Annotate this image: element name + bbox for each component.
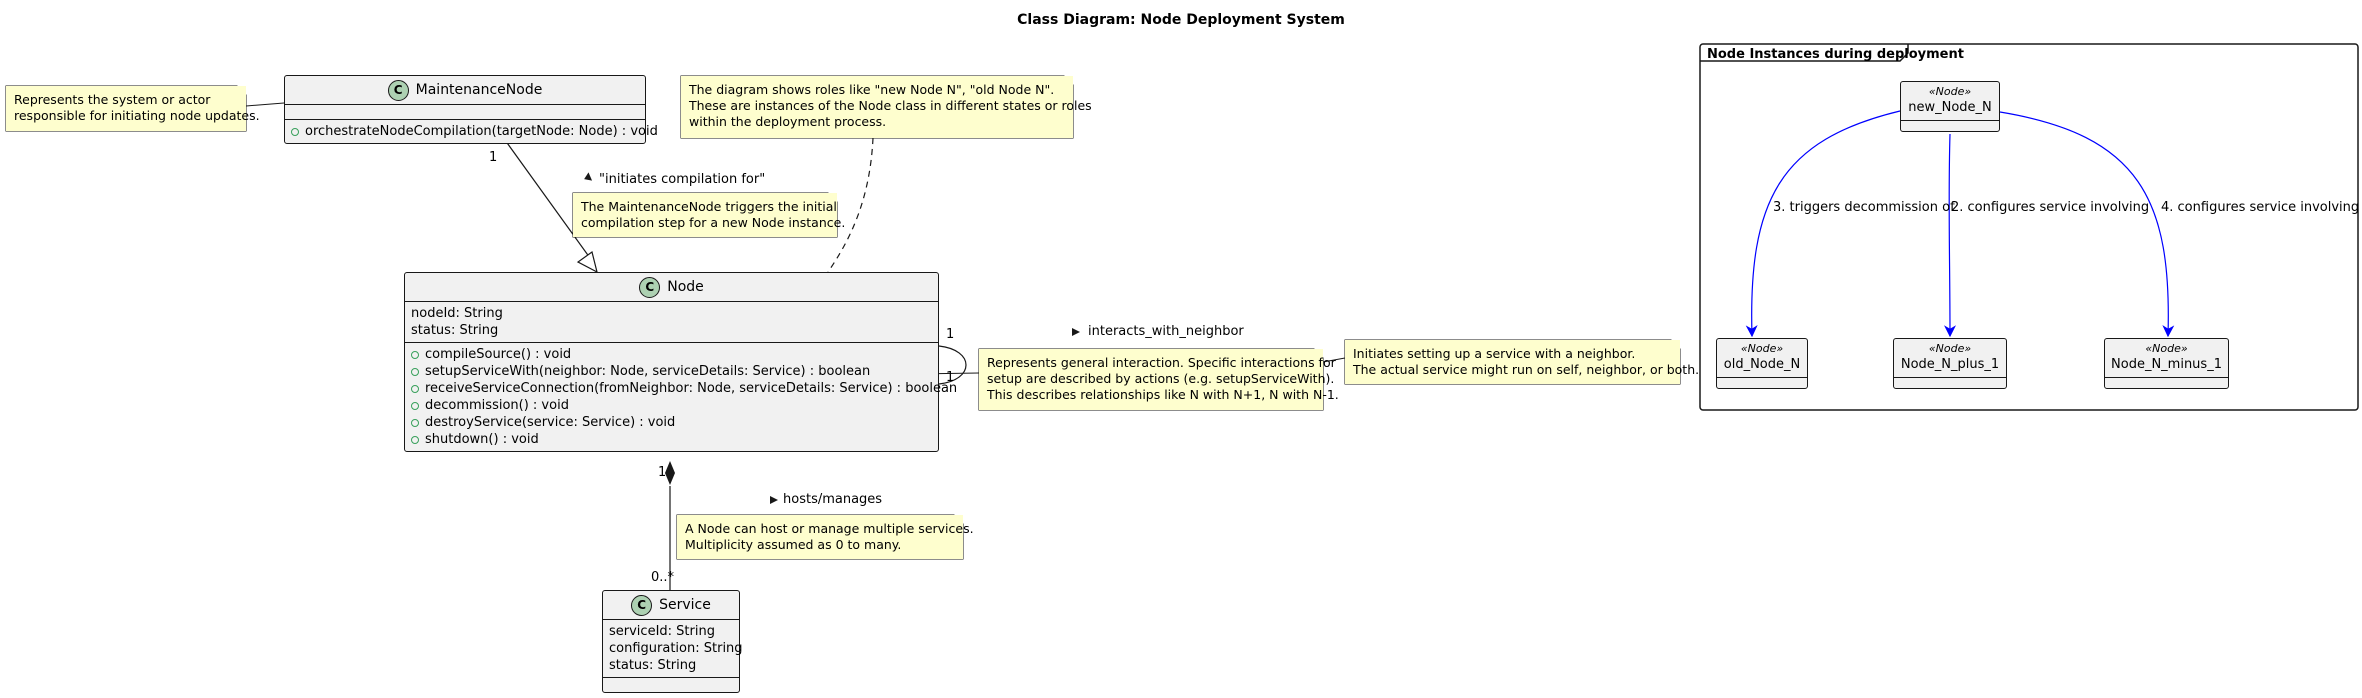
class-badge-icon: C: [639, 276, 661, 298]
public-method-icon: [291, 127, 299, 136]
object-stereotype: «Node»: [1928, 85, 1972, 98]
arrow-configure-plus-label: 2. configures service involving: [1951, 200, 2150, 215]
neighbor-multiplicity-bottom: 1: [946, 370, 955, 385]
attributes-section: serviceId: String configuration: String …: [603, 620, 743, 677]
initiates-multiplicity: 1: [489, 150, 498, 165]
note-setup: Initiates setting up a service with a ne…: [1345, 340, 1699, 384]
object-stereotype: «Node»: [1928, 342, 1972, 355]
object-name: new_Node_N: [1908, 100, 1992, 115]
hosts-multiplicity-service: 0..*: [651, 570, 675, 585]
hosts-label-arrow: [770, 496, 778, 504]
object-name: Node_N_plus_1: [1900, 357, 2000, 372]
attribute-row: serviceId: String: [609, 624, 715, 639]
roles-note-connector: [827, 137, 874, 273]
object-stereotype: «Node»: [2145, 342, 2188, 355]
method-row: decommission() : void: [411, 397, 932, 414]
class-header: C Service: [603, 591, 739, 619]
neighbor-label-arrow: [1072, 328, 1080, 336]
initiates-label-arrow: [584, 172, 593, 181]
actor-note-connector: [245, 102, 285, 107]
object-new-node-n[interactable]: «Node» new_Node_N: [1900, 81, 2000, 132]
hosts-manages-label: hosts/manages: [783, 492, 883, 507]
neighbor-multiplicity-top: 1: [946, 327, 955, 342]
object-node-n-minus-1[interactable]: «Node» Node_N_minus_1: [2104, 338, 2229, 389]
attribute-row: status: String: [609, 658, 697, 673]
object-node-n-plus-1[interactable]: «Node» Node_N_plus_1: [1893, 338, 2007, 389]
class-node[interactable]: C Node nodeId: String status: String com…: [404, 272, 957, 452]
arrow-configure-plus-edge: [1943, 133, 1956, 338]
object-name: Node_N_minus_1: [2111, 357, 2222, 372]
neighbor-label: interacts_with_neighbor: [1088, 324, 1244, 339]
public-method-icon: [411, 384, 419, 393]
attributes-section: [285, 105, 645, 119]
class-header: C MaintenanceNode: [285, 76, 645, 104]
class-name: MaintenanceNode: [415, 82, 543, 98]
hosts-manages-edge: [665, 461, 675, 590]
arrow-decommission-edge: [1745, 110, 1901, 338]
setup-note-connector: [1322, 357, 1346, 363]
deployment-frame: [1699, 43, 2359, 411]
public-method-icon: [411, 435, 419, 444]
object-stereotype: «Node»: [1740, 342, 1784, 355]
initiates-compilation-label: "initiates compilation for": [599, 172, 766, 187]
attribute-row: configuration: String: [609, 641, 743, 656]
methods-section: [603, 678, 739, 692]
class-service[interactable]: C Service serviceId: String configuratio…: [602, 590, 743, 693]
class-maintenance-node[interactable]: C MaintenanceNode orchestrateNodeCompila…: [284, 75, 658, 144]
arrow-configure-minus-edge: [1999, 111, 2175, 338]
method-row: compileSource() : void: [411, 346, 932, 363]
method-row: receiveServiceConnection(fromNeighbor: N…: [411, 380, 957, 397]
attribute-row: status: String: [411, 323, 499, 338]
method-row: setupServiceWith(neighbor: Node, service…: [411, 363, 932, 380]
object-name: old_Node_N: [1723, 357, 1801, 372]
note-roles: The diagram shows roles like "new Node N…: [681, 76, 1092, 138]
neighbor-self-edge: [938, 345, 967, 385]
methods-section: orchestrateNodeCompilation(targetNode: N…: [285, 120, 658, 143]
arrow-decommission-label: 3. triggers decommission of: [1773, 200, 1955, 215]
public-method-icon: [411, 350, 419, 359]
method-row: orchestrateNodeCompilation(targetNode: N…: [291, 123, 658, 140]
method-row: destroyService(service: Service) : void: [411, 414, 932, 431]
class-name: Service: [659, 597, 711, 613]
methods-section: compileSource() : void setupServiceWith(…: [405, 343, 957, 451]
note-triggers: The MaintenanceNode triggers the initial…: [573, 193, 845, 237]
class-name: Node: [667, 279, 704, 295]
public-method-icon: [411, 367, 419, 376]
attributes-section: nodeId: String status: String: [405, 302, 938, 342]
note-interaction: Represents general interaction. Specific…: [979, 349, 1339, 410]
class-badge-icon: C: [387, 79, 409, 101]
class-header: C Node: [405, 273, 938, 301]
hosts-multiplicity-node: 1: [658, 465, 667, 480]
diagram-title: Class Diagram: Node Deployment System: [1017, 12, 1345, 28]
note-hosts: A Node can host or manage multiple servi…: [677, 515, 974, 559]
note-actor: Represents the system or actor responsib…: [6, 86, 260, 131]
frame-title: Node Instances during deployment: [1707, 47, 1964, 62]
initiates-compilation-edge: [504, 139, 598, 274]
class-badge-icon: C: [631, 594, 653, 616]
public-method-icon: [411, 401, 419, 410]
public-method-icon: [411, 418, 419, 427]
arrow-configure-minus-label: 4. configures service involving: [2161, 200, 2360, 215]
attribute-row: nodeId: String: [411, 306, 503, 321]
method-row: shutdown() : void: [411, 431, 932, 448]
object-old-node-n[interactable]: «Node» old_Node_N: [1716, 338, 1808, 389]
